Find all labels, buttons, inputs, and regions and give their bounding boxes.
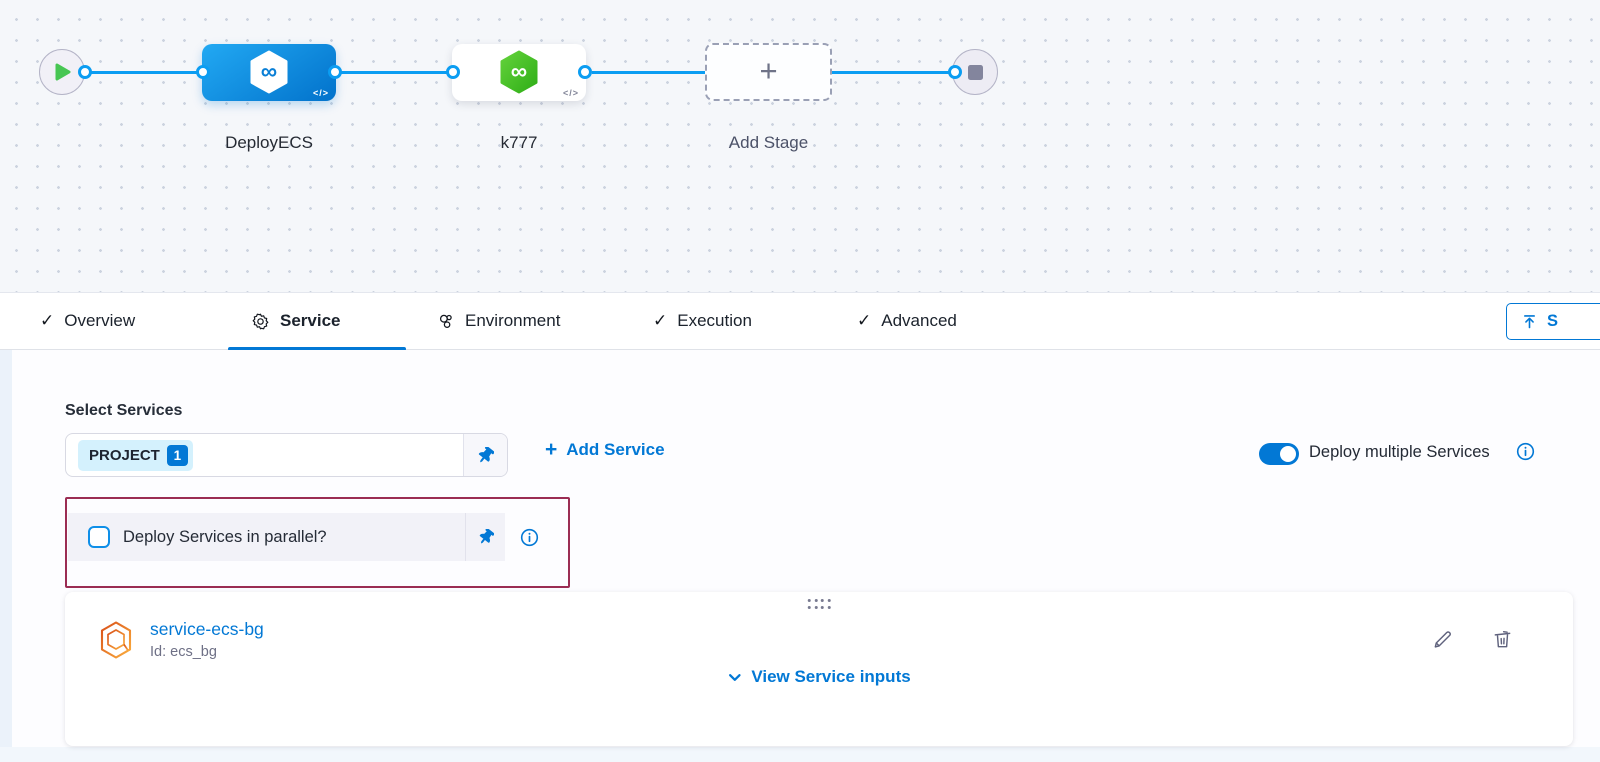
add-stage-button[interactable]: + [705, 43, 832, 101]
pushpin-icon [479, 529, 494, 544]
info-icon[interactable] [1516, 442, 1535, 461]
services-select-input[interactable]: PROJECT 1 [65, 433, 508, 477]
project-scope-chip[interactable]: PROJECT 1 [78, 439, 193, 471]
tab-service[interactable]: Service [251, 293, 341, 349]
stage-label: k777 [500, 133, 538, 152]
tab-environment[interactable]: Environment [436, 293, 560, 349]
pipeline-edge [832, 70, 952, 74]
deploy-multiple-services-label: Deploy multiple Services [1309, 443, 1490, 461]
plus-icon: + [545, 437, 558, 461]
upload-icon [1524, 315, 1535, 329]
panel-bottom-gutter [0, 747, 1600, 762]
pipeline-edge [85, 70, 203, 74]
plus-icon: + [759, 53, 778, 88]
pin-button[interactable] [465, 513, 505, 561]
drag-handle-icon[interactable] [807, 599, 831, 609]
save-button[interactable]: S [1506, 303, 1600, 340]
environment-icon [439, 314, 452, 328]
harness-ci-icon: ∞ [499, 50, 539, 94]
stage-label: Add Stage [728, 133, 809, 152]
service-name-link[interactable]: service-ecs-bg [150, 619, 264, 639]
project-chip-label: PROJECT [89, 446, 160, 464]
service-card: service-ecs-bg Id: ecs_bg [65, 592, 1573, 746]
connector-port [328, 65, 342, 79]
code-badge-icon[interactable]: </> [562, 88, 579, 98]
service-tab-panel: Select Services PROJECT 1 + Add Service … [0, 350, 1600, 762]
pipeline-canvas[interactable]: ∞ </> ∞ </> + [0, 0, 1600, 293]
tab-label: Advanced [881, 311, 957, 330]
connector-port [446, 65, 460, 79]
deploy-parallel-label: Deploy Services in parallel? [123, 527, 327, 546]
chip-count-badge: 1 [166, 444, 188, 466]
check-icon: ✓ [40, 311, 55, 330]
infinity-glyph: ∞ [510, 57, 528, 84]
check-icon: ✓ [653, 311, 668, 330]
pencil-icon [1434, 631, 1451, 648]
deploy-parallel-checkbox[interactable] [88, 526, 110, 548]
trash-icon [1494, 631, 1511, 648]
code-badge-icon[interactable]: </> [312, 88, 329, 98]
connector-port [196, 65, 210, 79]
stop-icon [967, 64, 983, 80]
active-tab-underline [228, 347, 406, 351]
pipeline-edge [335, 70, 453, 74]
connector-port [78, 65, 92, 79]
panel-left-gutter [0, 350, 12, 762]
chevron-down-icon [729, 673, 741, 681]
stage-node-k777[interactable]: ∞ </> [452, 44, 586, 101]
service-id-text: Id: ecs_bg [150, 644, 217, 660]
connector-port [578, 65, 592, 79]
tab-overview[interactable]: ✓ Overview [40, 293, 135, 349]
check-icon: ✓ [857, 311, 872, 330]
pin-button[interactable] [463, 434, 507, 476]
pushpin-icon [478, 446, 494, 462]
play-icon [55, 63, 70, 81]
add-service-button[interactable]: + Add Service [545, 437, 665, 461]
stage-node-deployecs[interactable]: ∞ </> [202, 44, 336, 101]
tab-label: Overview [64, 311, 136, 330]
delete-service-button[interactable] [1491, 628, 1515, 652]
tab-label: Environment [465, 311, 561, 330]
stage-tab-bar: ✓ Overview Service Environment ✓ Executi… [0, 293, 1600, 351]
gear-icon [252, 313, 269, 329]
connector-port [948, 65, 962, 79]
deploy-parallel-field: Deploy Services in parallel? [68, 513, 505, 561]
tab-label: Service [280, 311, 341, 330]
toggle-knob [1280, 446, 1296, 462]
info-icon[interactable] [520, 528, 539, 547]
service-hexagon-icon [99, 620, 133, 660]
view-service-inputs-link[interactable]: View Service inputs [727, 667, 911, 687]
save-button-label: S [1547, 312, 1559, 330]
deploy-multiple-services-toggle[interactable] [1259, 443, 1299, 465]
view-inputs-label: View Service inputs [751, 667, 911, 686]
edit-service-button[interactable] [1431, 628, 1455, 652]
infinity-glyph: ∞ [260, 57, 278, 84]
pipeline-edge [592, 70, 705, 74]
tab-execution[interactable]: ✓ Execution [653, 293, 752, 349]
tab-advanced[interactable]: ✓ Advanced [857, 293, 957, 349]
select-services-label: Select Services [65, 402, 183, 419]
stage-label: DeployECS [225, 133, 313, 152]
annotation-highlight-box [65, 497, 570, 588]
pipeline-start-node[interactable] [39, 49, 85, 95]
harness-cd-icon: ∞ [249, 50, 289, 94]
add-service-label: Add Service [566, 440, 665, 459]
tab-label: Execution [677, 311, 752, 330]
